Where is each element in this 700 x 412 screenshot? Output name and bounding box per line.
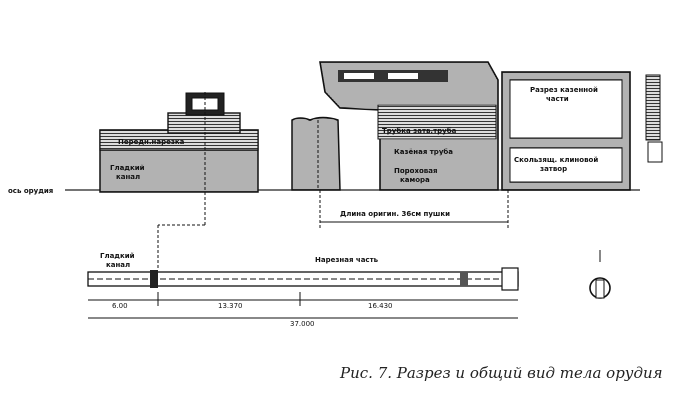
figure-caption: Рис. 7. Разрез и общий вид тела орудия bbox=[340, 364, 663, 382]
breech-label: Разрез казенной части bbox=[530, 86, 600, 103]
powder-line1: Пороховая bbox=[394, 167, 437, 175]
powder-chamber-label: Пороховая камора bbox=[394, 167, 440, 184]
smooth-channel-bottom-label: Гладкий канал bbox=[100, 252, 137, 269]
breech-section: Разрез казенной части Скользящ. клиновой… bbox=[501, 71, 663, 191]
tube-label: Трубка затв.труба bbox=[382, 127, 457, 135]
smooth-channel-top-label: Гладкий канал bbox=[110, 164, 147, 181]
breech-line1: Разрез казенной bbox=[530, 86, 598, 94]
dim-16: 16.430 bbox=[368, 302, 393, 310]
muzzle-section: Передн.нарезка Гладкий канал bbox=[99, 92, 259, 225]
dim-37: 37.000 bbox=[290, 320, 315, 328]
rifled-part-label: Нарезная часть bbox=[315, 256, 379, 264]
dim-13: 13.370 bbox=[218, 302, 243, 310]
tube2-label: Казёная труба bbox=[394, 148, 453, 156]
orig-length-dimension: Длина оригин. 36см пушки bbox=[319, 190, 509, 230]
gun-overview: Гладкий канал Нарезная часть bbox=[87, 224, 519, 291]
axis-label: ось орудия bbox=[8, 187, 53, 195]
length-dimensions: 6.00 13.370 16.430 37.000 bbox=[88, 292, 518, 328]
chamber-section: Трубка затв.труба Казёная труба Порохова… bbox=[319, 61, 499, 191]
dim-6: 6.00 bbox=[112, 302, 128, 310]
breech-line2: части bbox=[546, 95, 569, 103]
powder-line2: камора bbox=[400, 176, 430, 184]
sliding-breech-label: Скользящ. клиновой затвор bbox=[514, 156, 601, 173]
sliding-line1: Скользящ. клиновой bbox=[514, 156, 598, 164]
orig-length-label: Длина оригин. 36см пушки bbox=[340, 210, 450, 218]
smooth-bottom-line2: канал bbox=[106, 261, 130, 269]
sliding-line2: затвор bbox=[540, 165, 567, 173]
smooth-channel-line1: Гладкий bbox=[110, 164, 145, 172]
cross-section-icon bbox=[589, 250, 611, 299]
tube-fragment bbox=[291, 116, 341, 191]
nut-label: Передн.нарезка bbox=[118, 138, 185, 146]
smooth-bottom-line1: Гладкий bbox=[100, 252, 135, 260]
smooth-channel-line2: канал bbox=[116, 173, 140, 181]
